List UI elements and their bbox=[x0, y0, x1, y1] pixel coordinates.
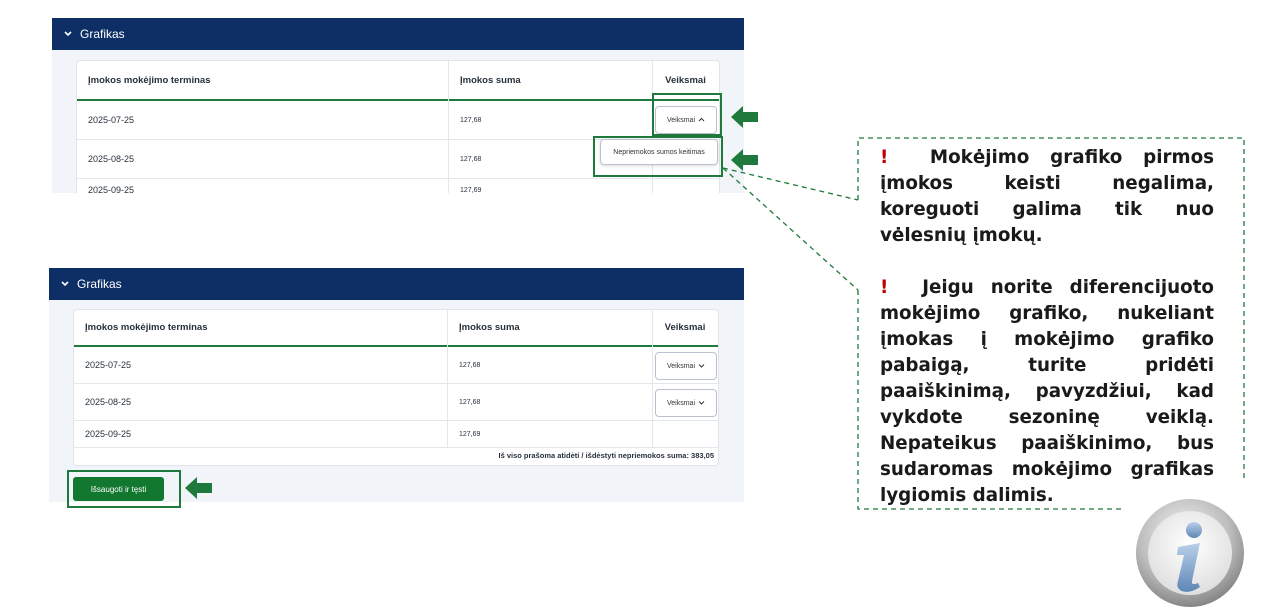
table-row: 2025-08-25 127,68 bbox=[77, 140, 719, 179]
row-date: 2025-07-25 bbox=[88, 115, 135, 125]
chevron-up-icon bbox=[698, 117, 705, 124]
row-amount: 127,68 bbox=[459, 398, 481, 406]
column-header-date: Įmokos mokėjimo terminas bbox=[85, 322, 208, 333]
row-date: 2025-08-25 bbox=[88, 154, 135, 164]
arrow-left-icon bbox=[731, 149, 758, 171]
row-amount: 127,69 bbox=[460, 187, 482, 193]
dropdown-option-label: Nepriemokos sumos keitimas bbox=[613, 148, 705, 156]
highlight-dropdown-option bbox=[593, 136, 723, 177]
chevron-down-icon bbox=[698, 400, 705, 407]
column-separator bbox=[652, 310, 653, 447]
dropdown-option-nepriemokos[interactable]: Nepriemokos sumos keitimas bbox=[600, 139, 718, 165]
arrow-left-icon bbox=[731, 106, 758, 128]
arrow-left-icon bbox=[185, 477, 212, 499]
row-date: 2025-08-25 bbox=[85, 397, 132, 407]
top-grafikas-panel: Grafikas Įmokos mokėjimo terminas Įmokos… bbox=[52, 18, 744, 193]
note-text-1: Mokėjimo grafiko pirmos įmokos keisti ne… bbox=[880, 147, 1215, 246]
actions-dropdown-label: Veiksmai bbox=[666, 399, 695, 407]
column-separator bbox=[447, 310, 448, 447]
panel-title: Grafikas bbox=[77, 277, 122, 291]
info-icon bbox=[1136, 499, 1244, 607]
row-amount: 127,68 bbox=[460, 155, 482, 163]
note-paragraph-2: ! Jeigu norite diferencijuoto mokėjimo g… bbox=[880, 275, 1214, 509]
highlight-save-button bbox=[67, 470, 181, 508]
row-date: 2025-09-25 bbox=[88, 185, 135, 193]
note-text-2: Jeigu norite diferencijuoto mokėjimo gra… bbox=[880, 277, 1214, 506]
save-and-continue-button[interactable]: Išsaugoti ir tęsti bbox=[73, 477, 164, 501]
row-amount: 127,68 bbox=[459, 361, 481, 369]
table-row: 2025-07-25 127,68 bbox=[74, 347, 718, 384]
panel-title: Grafikas bbox=[80, 27, 125, 41]
table-row: 2025-08-25 127,68 bbox=[74, 384, 718, 421]
bottom-grafikas-panel: Grafikas Įmokos mokėjimo terminas Įmokos… bbox=[49, 268, 744, 502]
column-header-amount: Įmokos suma bbox=[459, 322, 520, 333]
table-row: 2025-07-25 127,68 bbox=[77, 101, 719, 140]
table-row: 2025-09-25 127,69 bbox=[77, 179, 719, 193]
table-header-row: Įmokos mokėjimo terminas Įmokos suma Vei… bbox=[74, 310, 718, 345]
actions-dropdown-button[interactable]: Veiksmai bbox=[655, 389, 717, 417]
row-amount: 127,68 bbox=[460, 116, 482, 124]
row-date: 2025-09-25 bbox=[85, 429, 132, 439]
exclamation-mark: ! bbox=[880, 147, 889, 168]
column-header-actions: Veiksmai bbox=[665, 74, 706, 86]
actions-dropdown-button[interactable]: Veiksmai bbox=[655, 352, 717, 380]
actions-dropdown-button[interactable]: Veiksmai bbox=[655, 106, 717, 134]
column-header-actions: Veiksmai bbox=[664, 322, 706, 333]
chevron-down-icon bbox=[698, 363, 705, 370]
column-separator bbox=[448, 61, 449, 193]
info-note: ! Mokėjimo grafiko pirmos įmokos keisti … bbox=[858, 138, 1245, 510]
chevron-down-icon bbox=[63, 29, 73, 39]
highlight-actions-button bbox=[652, 93, 722, 136]
column-header-date: Įmokos mokėjimo terminas bbox=[88, 74, 211, 86]
row-date: 2025-07-25 bbox=[85, 360, 132, 370]
table-header-row: Įmokos mokėjimo terminas Įmokos suma Vei… bbox=[77, 61, 719, 99]
note-paragraph-1: ! Mokėjimo grafiko pirmos įmokos keisti … bbox=[880, 145, 1214, 249]
schedule-table: Įmokos mokėjimo terminas Įmokos suma Vei… bbox=[73, 309, 719, 466]
top-panel-header[interactable]: Grafikas bbox=[52, 18, 744, 50]
column-header-amount: Įmokos suma bbox=[460, 74, 521, 86]
header-divider bbox=[74, 345, 718, 347]
header-divider bbox=[77, 99, 719, 101]
schedule-table: Įmokos mokėjimo terminas Įmokos suma Vei… bbox=[76, 60, 720, 193]
bottom-panel-header[interactable]: Grafikas bbox=[49, 268, 744, 300]
actions-dropdown-label: Veiksmai bbox=[666, 116, 695, 124]
chevron-down-icon bbox=[60, 279, 70, 289]
exclamation-mark: ! bbox=[880, 277, 889, 298]
actions-dropdown-label: Veiksmai bbox=[666, 362, 695, 370]
table-row: 2025-09-25 127,69 bbox=[74, 421, 718, 448]
total-amount-text: Iš viso prašoma atidėti / išdėstyti nepr… bbox=[498, 451, 714, 460]
row-amount: 127,69 bbox=[459, 430, 481, 438]
